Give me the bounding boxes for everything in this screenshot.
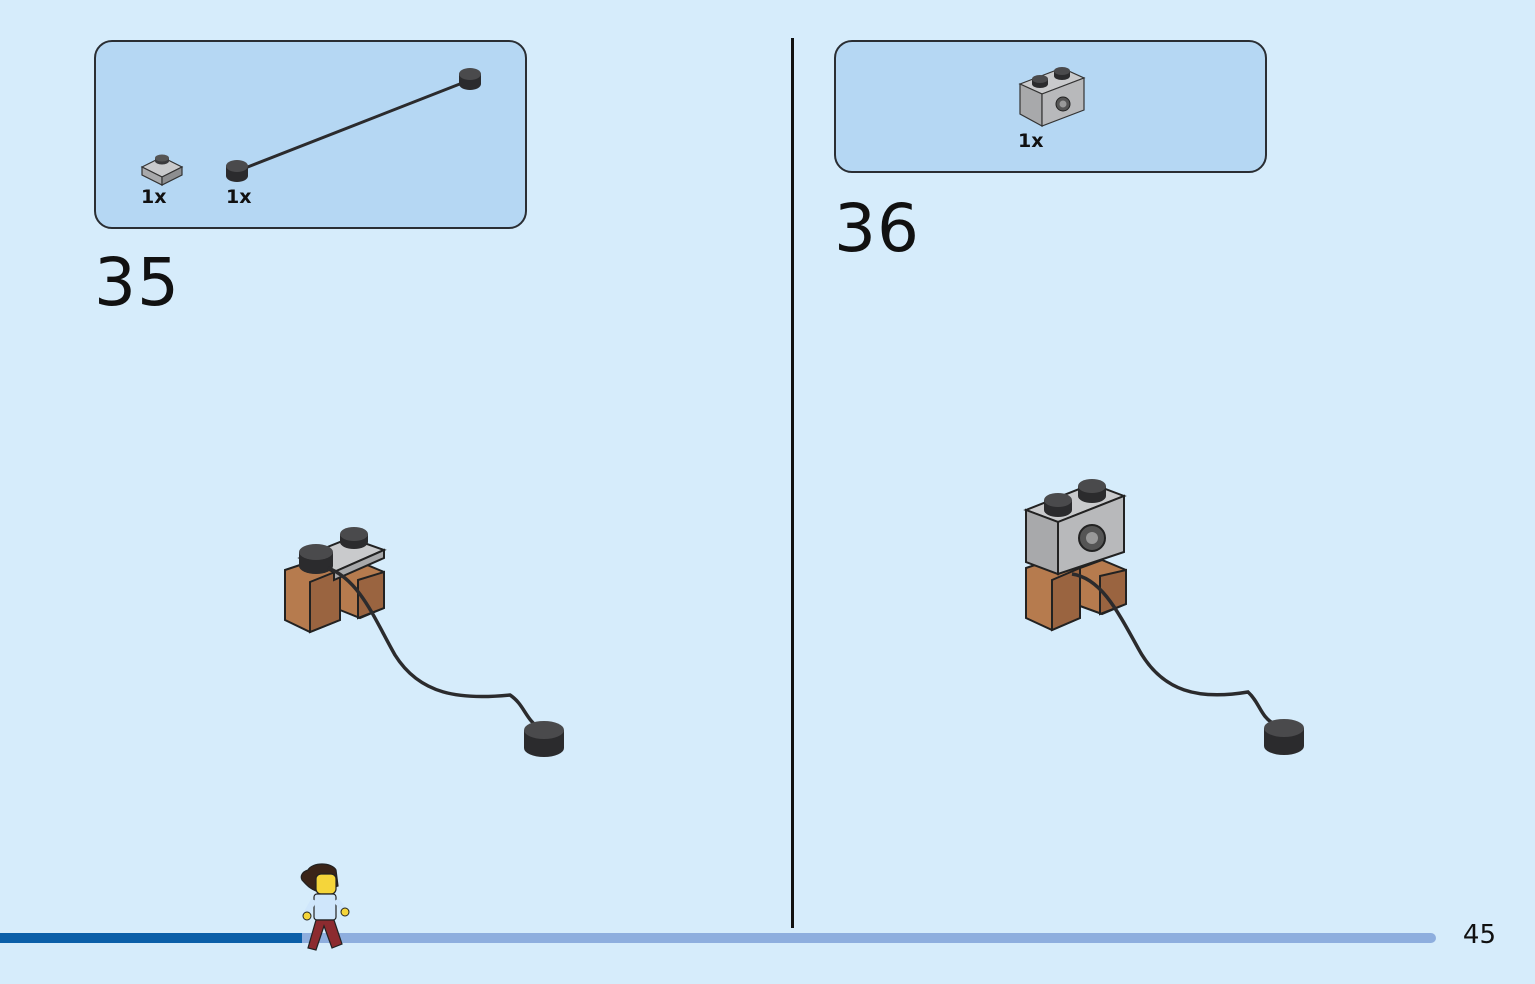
- page-number: 45: [1462, 920, 1496, 950]
- parts-callout-step-36: 1x: [834, 40, 1267, 173]
- part-qty-string: 1x: [226, 186, 252, 208]
- plate-1x1-gray-icon: [140, 154, 184, 186]
- step-number-36: 36: [834, 190, 920, 267]
- part-qty-brick: 1x: [1018, 130, 1044, 152]
- string-with-studs-icon: [226, 68, 481, 182]
- progress-fill: [0, 933, 302, 943]
- brick-1x2-with-hole-icon: [1018, 67, 1086, 128]
- minifigure-progress-icon: [300, 863, 350, 951]
- part-qty-plate: 1x: [141, 186, 167, 208]
- page-divider: [791, 38, 794, 928]
- assembly-step-36-illustration: [1023, 479, 1304, 755]
- step-number-35: 35: [94, 244, 180, 321]
- progress-track: [0, 933, 1436, 943]
- parts-callout-step-35: 1x 1x: [94, 40, 527, 229]
- assembly-step-35-illustration: [284, 527, 564, 757]
